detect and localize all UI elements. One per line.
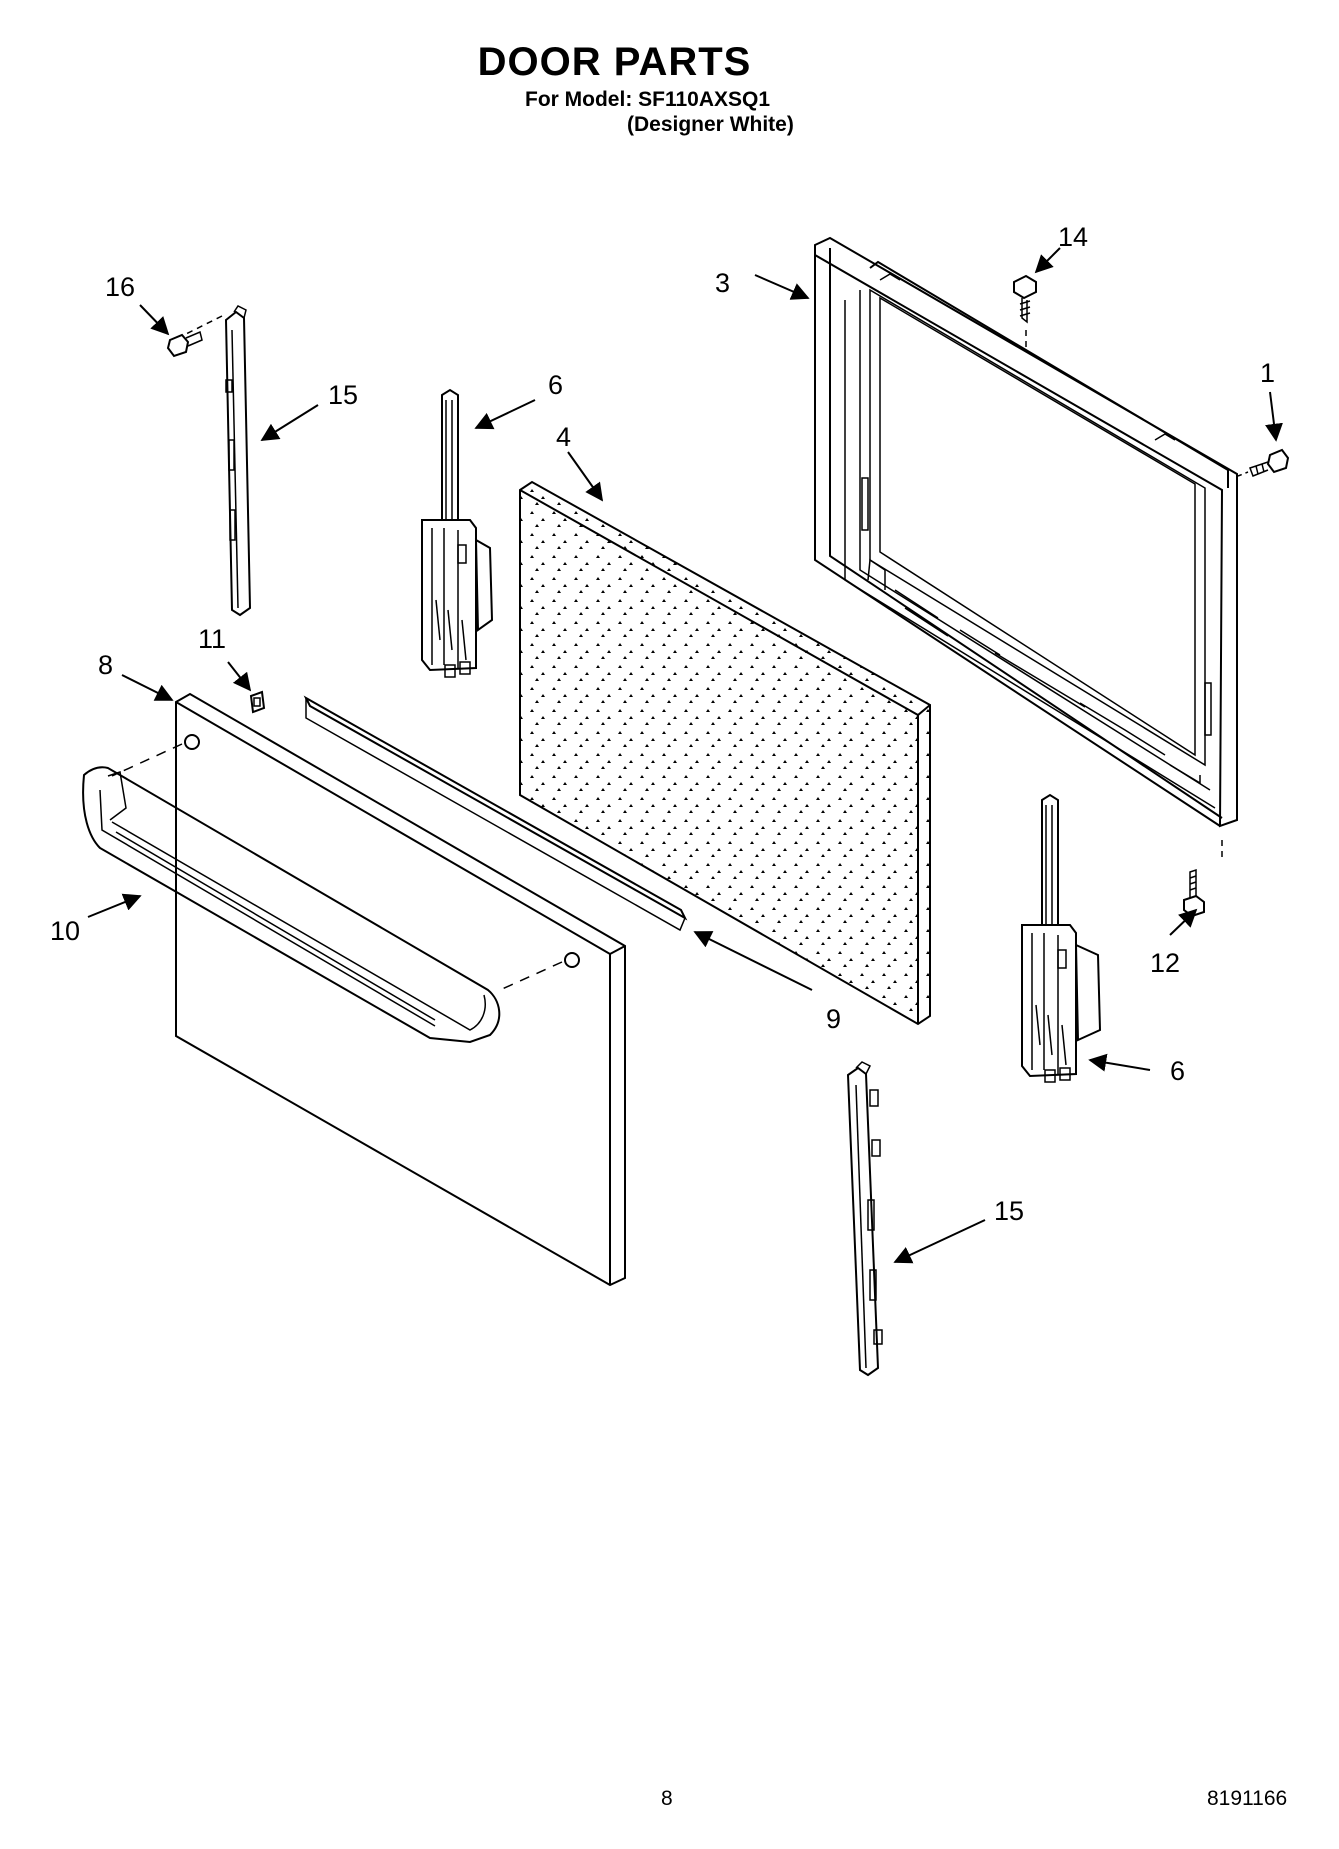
callout-3: 3 [715, 268, 730, 298]
callout-15-lower: 15 [994, 1196, 1024, 1226]
header: DOOR PARTS [0, 40, 1339, 84]
variant-line: (Designer White) [627, 113, 794, 136]
page-number: 8 [661, 1787, 673, 1810]
leader-12 [1169, 908, 1198, 936]
leader-15a [260, 404, 319, 441]
document-number: 8191166 [1207, 1787, 1288, 1810]
callout-1: 1 [1260, 358, 1275, 388]
leader-9 [693, 931, 813, 991]
callout-16: 16 [105, 272, 135, 302]
clip-part-11 [249, 690, 266, 714]
leader-11 [227, 661, 252, 692]
callout-11: 11 [198, 624, 226, 654]
callout-8: 8 [98, 650, 113, 680]
leader-1 [1265, 391, 1283, 442]
screw-part-12 [1183, 840, 1223, 918]
leader-6b [1088, 1053, 1151, 1072]
leader-3 [754, 274, 810, 300]
leader-15b [893, 1219, 986, 1264]
leader-14 [1034, 247, 1061, 274]
door-handle-part-10 [82, 766, 501, 1044]
door-rail-part-15-upper [181, 305, 252, 617]
hinge-part-6-upper [421, 388, 494, 678]
callout-4: 4 [556, 422, 571, 452]
callout-15-upper: 15 [328, 380, 358, 410]
callout-9: 9 [826, 1004, 841, 1034]
callout-6-lower: 6 [1170, 1056, 1185, 1086]
leader-16 [139, 304, 170, 336]
page-title: DOOR PARTS [477, 40, 752, 84]
callout-12: 12 [1150, 948, 1180, 978]
screw-part-1 [1237, 448, 1290, 477]
leader-6a [474, 399, 536, 430]
hinge-part-6-lower [1021, 793, 1102, 1083]
door-rail-part-15-lower [846, 1061, 883, 1377]
screw-part-14 [1013, 274, 1037, 352]
leader-8 [121, 674, 174, 701]
leader-4 [567, 451, 604, 502]
callout-10: 10 [50, 916, 80, 946]
callout-6-upper: 6 [548, 370, 563, 400]
callout-14: 14 [1058, 222, 1088, 252]
door-frame-part-3 [814, 236, 1238, 828]
screw-part-16 [166, 330, 203, 358]
model-line: For Model: SF110AXSQ1 [525, 88, 771, 111]
gasket-strip-part-9 [303, 695, 688, 932]
insulation-panel-part-4 [519, 480, 931, 1026]
leader-10 [87, 893, 142, 918]
